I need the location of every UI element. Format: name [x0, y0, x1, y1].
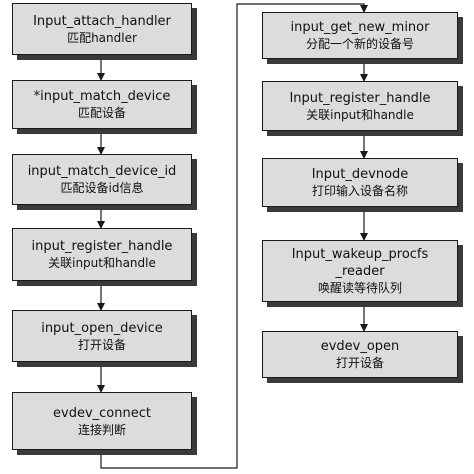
step-input-match-device-id: input_match_device_id 匹配设备id信息 [12, 154, 192, 205]
step-input-open-device: input_open_device 打开设备 [12, 310, 192, 362]
arrow-left-to-right [100, 3, 368, 469]
step-name: input_match_device_id [27, 164, 177, 179]
step-desc: 匹配设备id信息 [60, 181, 144, 195]
step-desc: 关联input和handle [48, 256, 156, 270]
step-name: input_get_new_minor [290, 20, 430, 35]
step-desc: 匹配设备 [77, 106, 126, 120]
step-name: evdev_connect [53, 405, 151, 421]
step-name: evdev_open [320, 339, 400, 354]
step-desc: 打印输入设备名称 [311, 184, 408, 198]
step-desc: 打开设备 [335, 356, 384, 370]
step-name-line-1: Input_wakeup_procfs [291, 247, 429, 262]
step-name: input_open_device [41, 320, 163, 336]
step-input-devnode: Input_devnode 打印输入设备名称 [262, 158, 458, 207]
step-desc: 分配一个新的设备号 [305, 37, 414, 51]
step-desc: 唤醒读等待队列 [317, 281, 402, 295]
step-name: Input_devnode [311, 167, 409, 182]
step-input-register-handle-left: input_register_handle 关联input和handle [12, 228, 192, 281]
step-input-attach-handler: Input_attach_handler 匹配handler [12, 3, 192, 55]
step-input-get-new-minor: input_get_new_minor 分配一个新的设备号 [262, 12, 458, 59]
step-desc: 打开设备 [77, 337, 126, 352]
step-name-line-2: _reader [335, 264, 385, 279]
step-name: *input_match_device [33, 89, 171, 104]
step-desc: 连接判断 [77, 422, 126, 437]
step-desc: 匹配handler [67, 30, 137, 45]
step-input-match-device: *input_match_device 匹配设备 [12, 80, 192, 129]
step-name: input_register_handle [31, 239, 173, 254]
step-evdev-open: evdev_open 打开设备 [262, 331, 458, 378]
step-input-wakeup-procfs-reader: Input_wakeup_procfs _reader 唤醒读等待队列 [262, 240, 458, 302]
step-name: Input_attach_handler [33, 13, 171, 29]
step-desc: 关联input和handle [306, 107, 414, 122]
step-evdev-connect: evdev_connect 连接判断 [12, 392, 192, 450]
step-input-register-handle-right: Input_register_handle 关联input和handle [262, 81, 458, 131]
step-name: Input_register_handle [289, 90, 431, 106]
